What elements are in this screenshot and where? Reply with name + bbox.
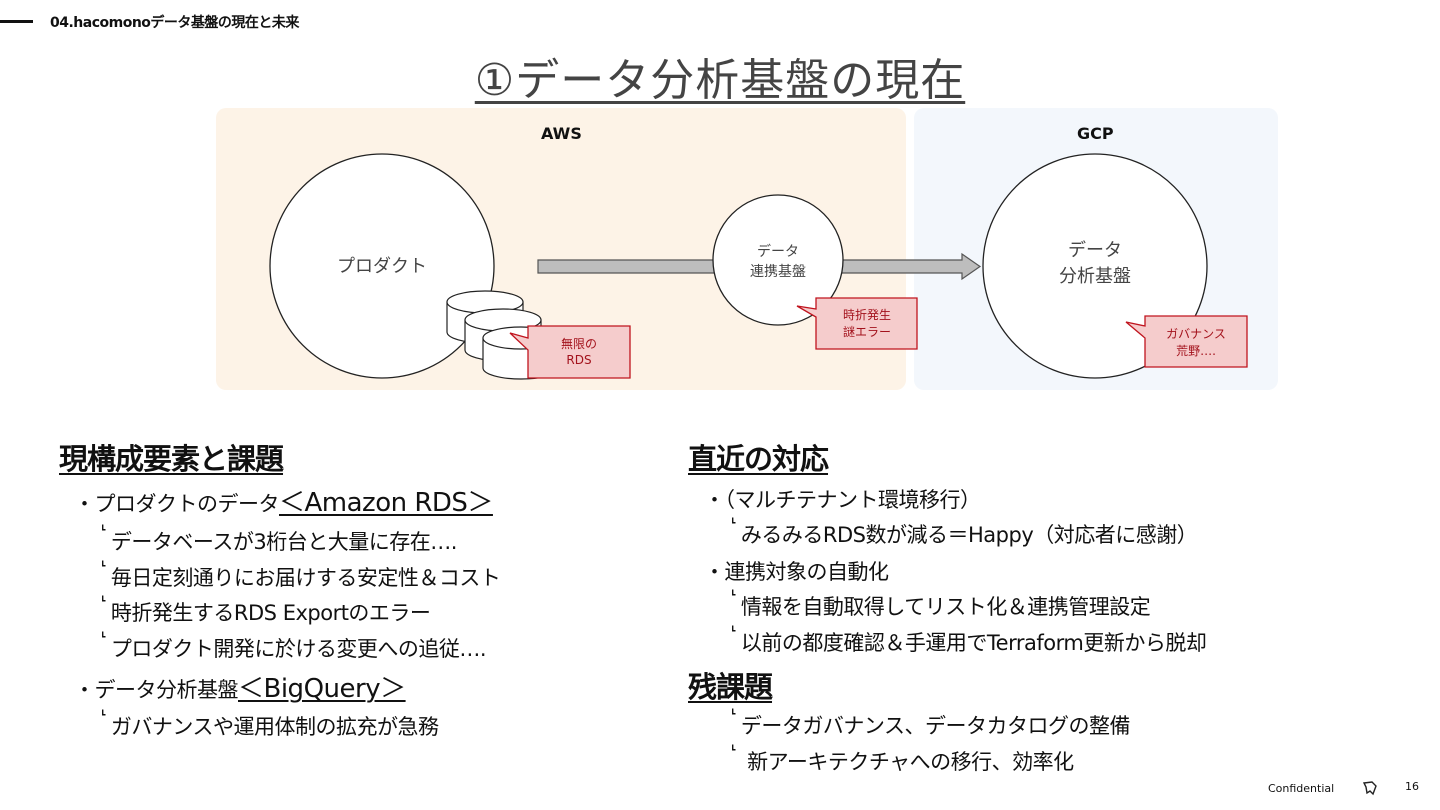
company-logo-icon [1362, 781, 1377, 796]
section-rule [0, 20, 33, 23]
bullet-automation: ・連携対象の自動化 [704, 560, 889, 584]
corner-arrow-icon: ┗ [100, 597, 105, 607]
arrow-product-to-integration [537, 259, 717, 274]
sub-item-text: 情報を自動取得してリスト化＆連携管理設定 [740, 595, 1151, 619]
sub-item: ┗ 以前の都度確認＆手運用でTerraform更新から脱却 [730, 627, 1207, 657]
sub-item-text: プロダクト開発に於ける変更への追従…. [110, 637, 487, 661]
product-label: プロダクト [337, 256, 427, 277]
right-heading-remaining: 残課題 [688, 670, 773, 704]
sub-item: ┗ ガバナンスや運用体制の拡充が急務 [100, 711, 439, 741]
slide-title-text: ①データ分析基盤の現在 [474, 55, 966, 106]
bullet-product-data-emphasis: ＜Amazon RDS＞ [279, 488, 493, 518]
sub-item: ┗ データガバナンス、データカタログの整備 [730, 710, 1131, 740]
corner-arrow-icon: ┗ [100, 633, 105, 643]
callout-rds-line2: RDS [566, 353, 591, 367]
callout-error-line2: 謎エラー [843, 325, 891, 339]
corner-arrow-icon: ┗ [730, 627, 735, 637]
sub-item-text: みるみるRDS数が減る＝Happy（対応者に感謝） [740, 523, 1198, 547]
sub-item: ┗ プロダクト開発に於ける変更への追従…. [100, 633, 487, 663]
sub-item-text: 新アーキテクチャへの移行、効率化 [740, 750, 1074, 774]
corner-arrow-icon: ┗ [100, 562, 105, 572]
corner-arrow-icon: ┗ [730, 710, 735, 720]
callout-error-line1: 時折発生 [843, 307, 891, 322]
callout-rds-line1: 無限の [561, 336, 597, 351]
corner-arrow-icon: ┗ [730, 746, 735, 756]
bullet-analytics-emphasis: ＜BigQuery＞ [238, 674, 406, 704]
sub-item: ┗ みるみるRDS数が減る＝Happy（対応者に感謝） [730, 519, 1198, 549]
corner-arrow-icon: ┗ [100, 711, 105, 721]
bullet-analytics-prefix: ・データ分析基盤 [74, 678, 239, 702]
gcp-label: GCP [1077, 124, 1114, 143]
architecture-diagram: プロダクト データ 連携基盤 データ 分析基盤 無限の RDS 時折発生 謎エラ… [269, 153, 1248, 380]
integration-label-line1: データ [757, 243, 799, 260]
callout-rds [509, 325, 631, 379]
right-heading-recent: 直近の対応 [688, 442, 829, 476]
bullet-product-data-prefix: ・プロダクトのデータ [74, 492, 280, 516]
integration-circle [712, 194, 844, 326]
sub-item-text: データベースが3桁台と大量に存在…. [110, 530, 458, 554]
arrow-integration-to-analytics [839, 252, 982, 281]
product-circle [269, 153, 495, 379]
analytics-label-line2: 分析基盤 [1059, 266, 1131, 287]
sub-item: ┗ データベースが3桁台と大量に存在…. [100, 526, 457, 556]
page-number: 16 [1405, 780, 1419, 793]
callout-error [796, 297, 918, 350]
left-heading: 現構成要素と課題 [59, 442, 284, 476]
aws-label: AWS [541, 124, 582, 143]
callout-governance [1125, 315, 1248, 368]
sub-item-text: 以前の都度確認＆手運用でTerraform更新から脱却 [740, 631, 1207, 655]
sub-item: ┗ 時折発生するRDS Exportのエラー [100, 597, 431, 627]
sub-item: ┗ 毎日定刻通りにお届けする安定性＆コスト [100, 562, 501, 592]
section-label: 04.hacomonoデータ基盤の現在と未来 [50, 15, 299, 31]
bullet-analytics: ・データ分析基盤＜BigQuery＞ [74, 668, 406, 705]
sub-item: ┗ 情報を自動取得してリスト化＆連携管理設定 [730, 591, 1151, 621]
footer-confidential: Confidential [1268, 782, 1335, 795]
callout-governance-line2: 荒野…. [1176, 344, 1216, 358]
sub-item-text: データガバナンス、データカタログの整備 [740, 714, 1131, 738]
corner-arrow-icon: ┗ [730, 519, 735, 529]
analytics-label-line1: データ [1068, 240, 1122, 261]
integration-label-line2: 連携基盤 [750, 263, 806, 280]
bullet-product-data: ・プロダクトのデータ＜Amazon RDS＞ [74, 482, 493, 519]
sub-item-text: 毎日定刻通りにお届けする安定性＆コスト [110, 566, 501, 590]
sub-item-text: ガバナンスや運用体制の拡充が急務 [110, 715, 439, 739]
callout-governance-line1: ガバナンス [1166, 327, 1226, 341]
corner-arrow-icon: ┗ [730, 591, 735, 601]
slide-title: ①データ分析基盤の現在 [0, 44, 1440, 108]
bullet-multitenant: ・（マルチテナント環境移行） [704, 488, 981, 512]
sub-item: ┗ 新アーキテクチャへの移行、効率化 [730, 746, 1074, 776]
corner-arrow-icon: ┗ [100, 526, 105, 536]
sub-item-text: 時折発生するRDS Exportのエラー [110, 601, 431, 625]
